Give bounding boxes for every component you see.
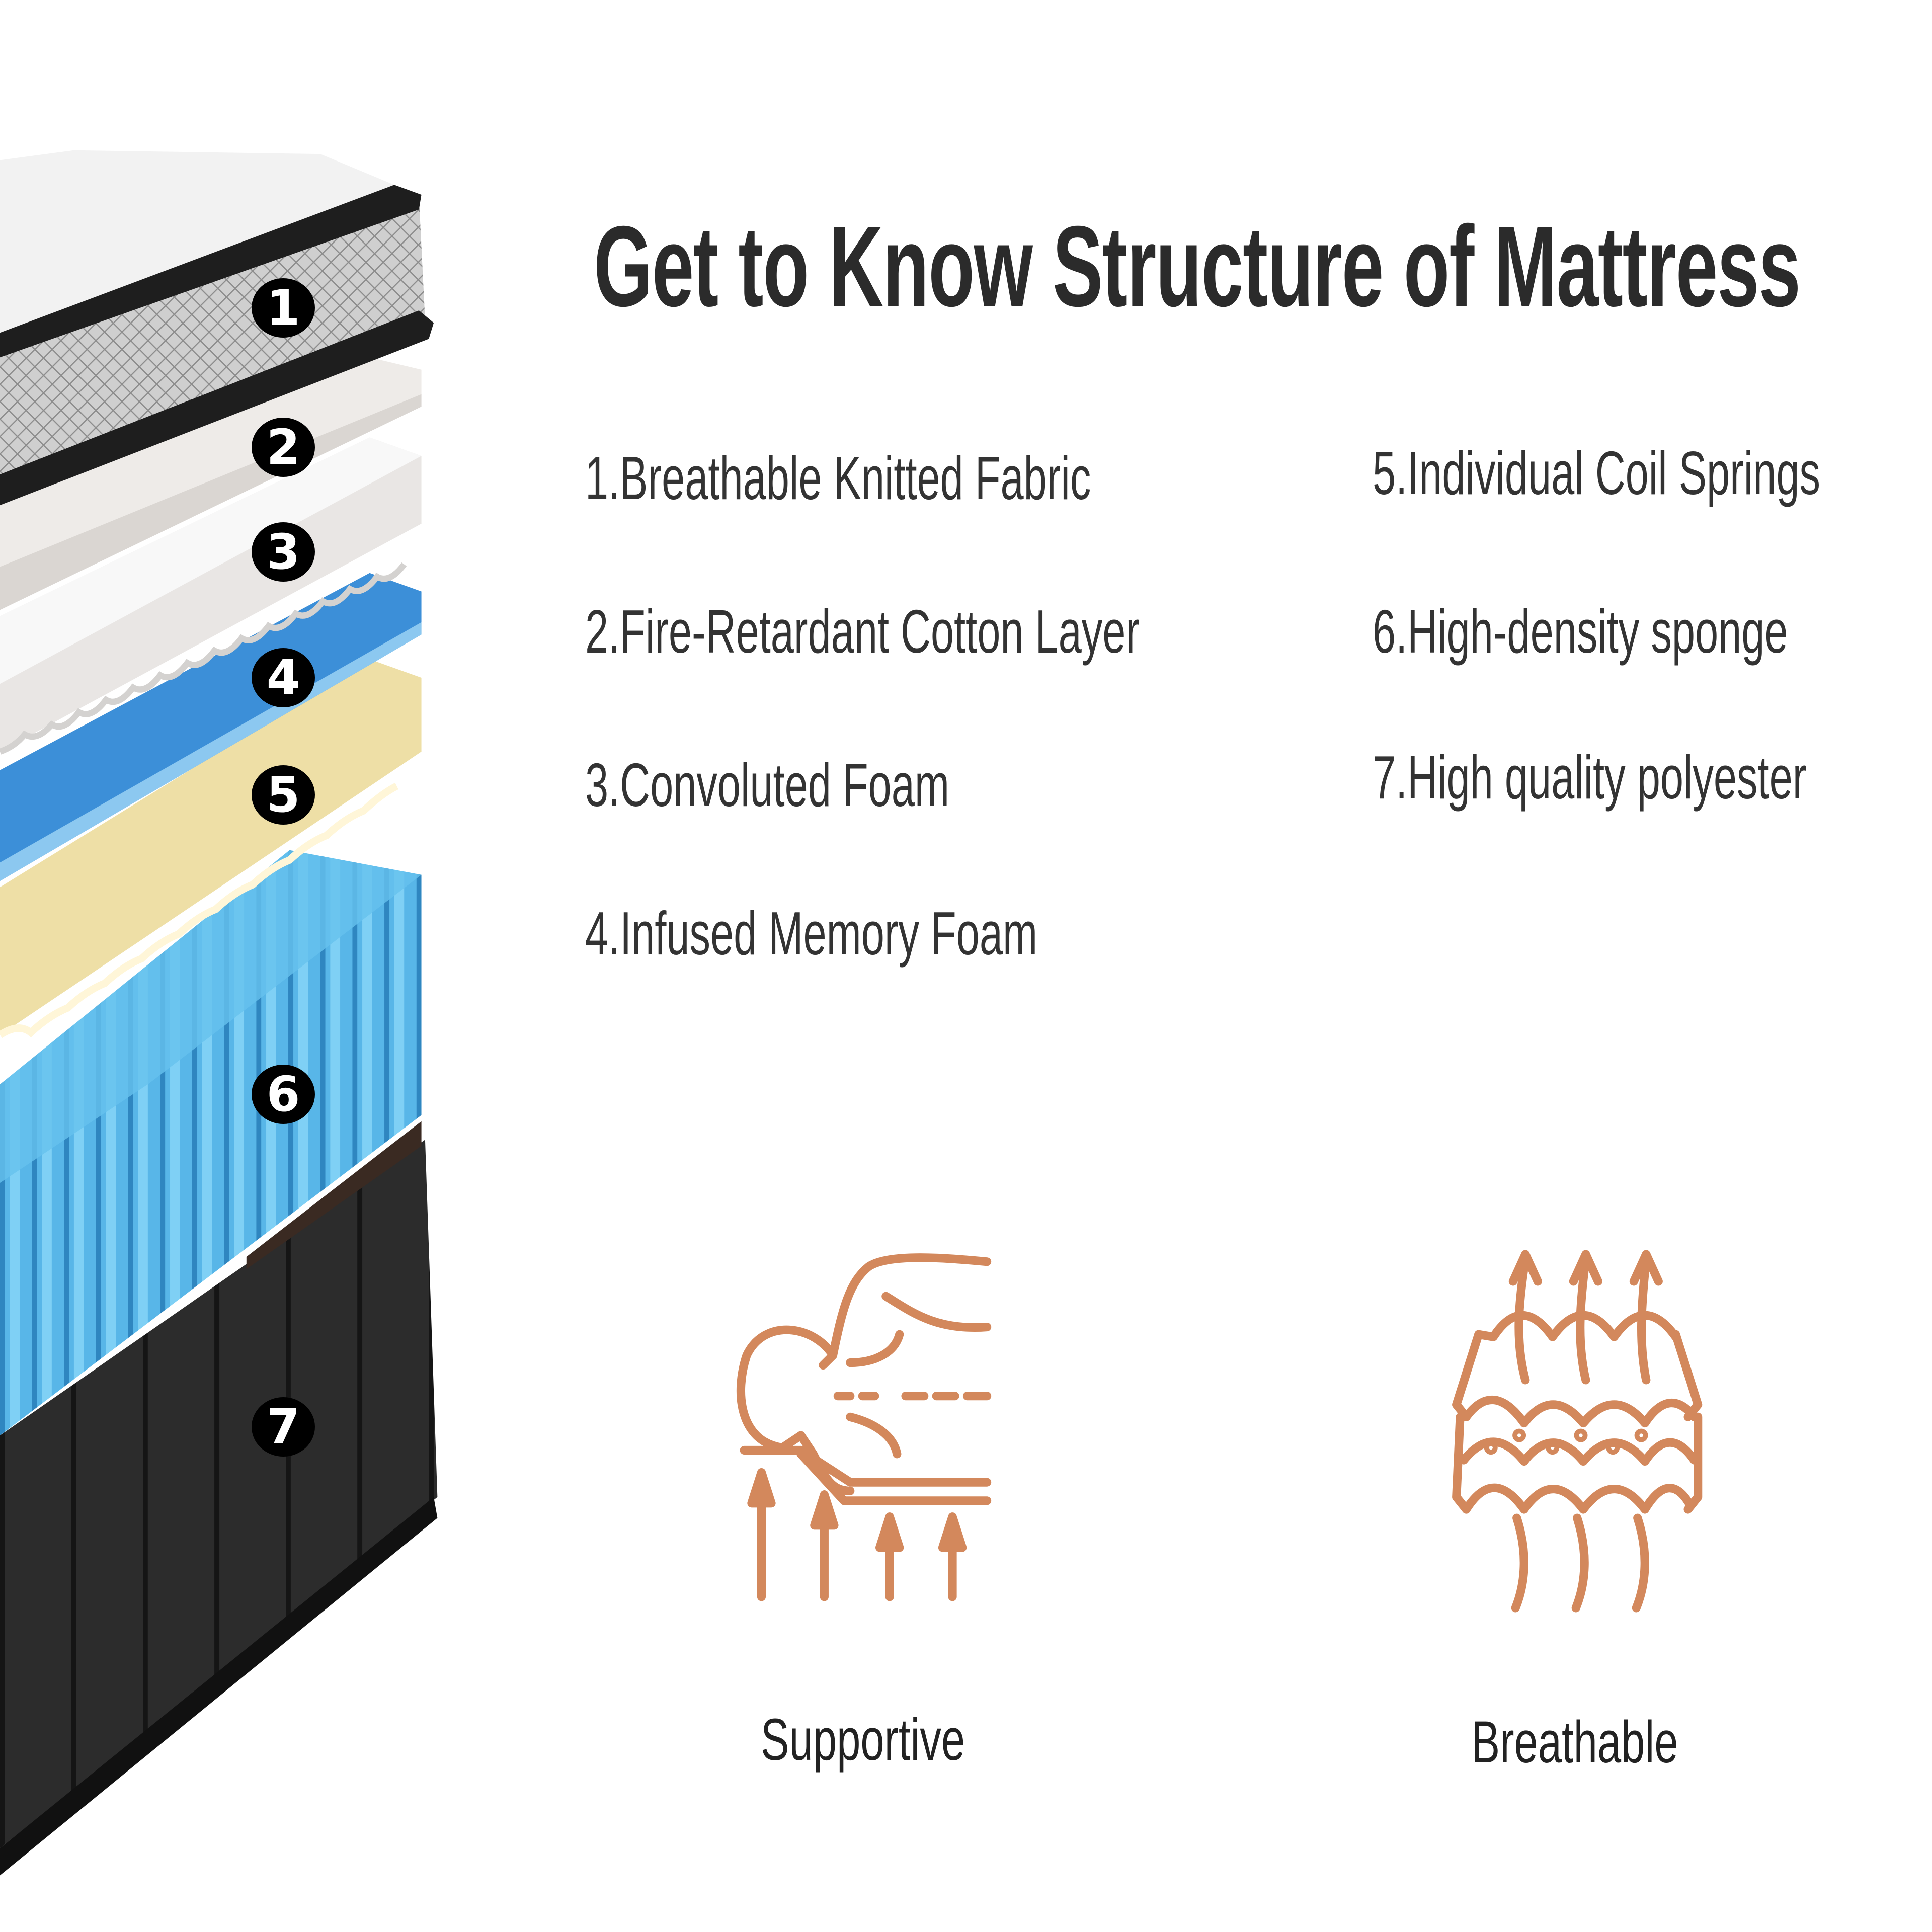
layer-5-yellow-foam (0, 659, 422, 1038)
layer-1-knitted-fabric (0, 150, 434, 506)
layer-badge-6: 6 (252, 1065, 315, 1124)
layer-6-coils (0, 850, 422, 1436)
layer-badge-4: 4 (252, 648, 315, 707)
layer-badge-1: 1 (252, 278, 315, 338)
layer-7-polyester-base (0, 1140, 438, 1876)
feature-label-supportive: Supportive (760, 1707, 965, 1773)
layer-badge-5: 5 (252, 765, 315, 825)
layer-badge-3: 3 (252, 522, 315, 582)
layer-4-memory-foam (0, 573, 422, 881)
page-title: Get to Know Structure of Mattress (594, 203, 1801, 331)
layer-label-3: 3.Convoluted Foam (585, 751, 949, 819)
layer-label-1: 1.Breathable Knitted Fabric (585, 444, 1091, 512)
breathable-layers-icon (1452, 1250, 1703, 1613)
supportive-body-icon (736, 1253, 992, 1601)
feature-label-breathable: Breathable (1471, 1709, 1678, 1776)
layer-label-2: 2.Fire-Retardant Cotton Layer (585, 597, 1140, 666)
layer-label-7: 7.High quality polyester (1373, 743, 1807, 812)
layer-label-6: 6.High-density sponge (1373, 597, 1788, 666)
layer-label-5: 5.Individual Coil Springs (1373, 439, 1821, 507)
layer-badge-2: 2 (252, 418, 315, 477)
layer-label-4: 4.Infused Memory Foam (585, 899, 1038, 968)
layer-2-cotton (0, 357, 422, 610)
layer-badge-7: 7 (252, 1397, 315, 1457)
layer-3-convoluted-foam (0, 437, 422, 755)
